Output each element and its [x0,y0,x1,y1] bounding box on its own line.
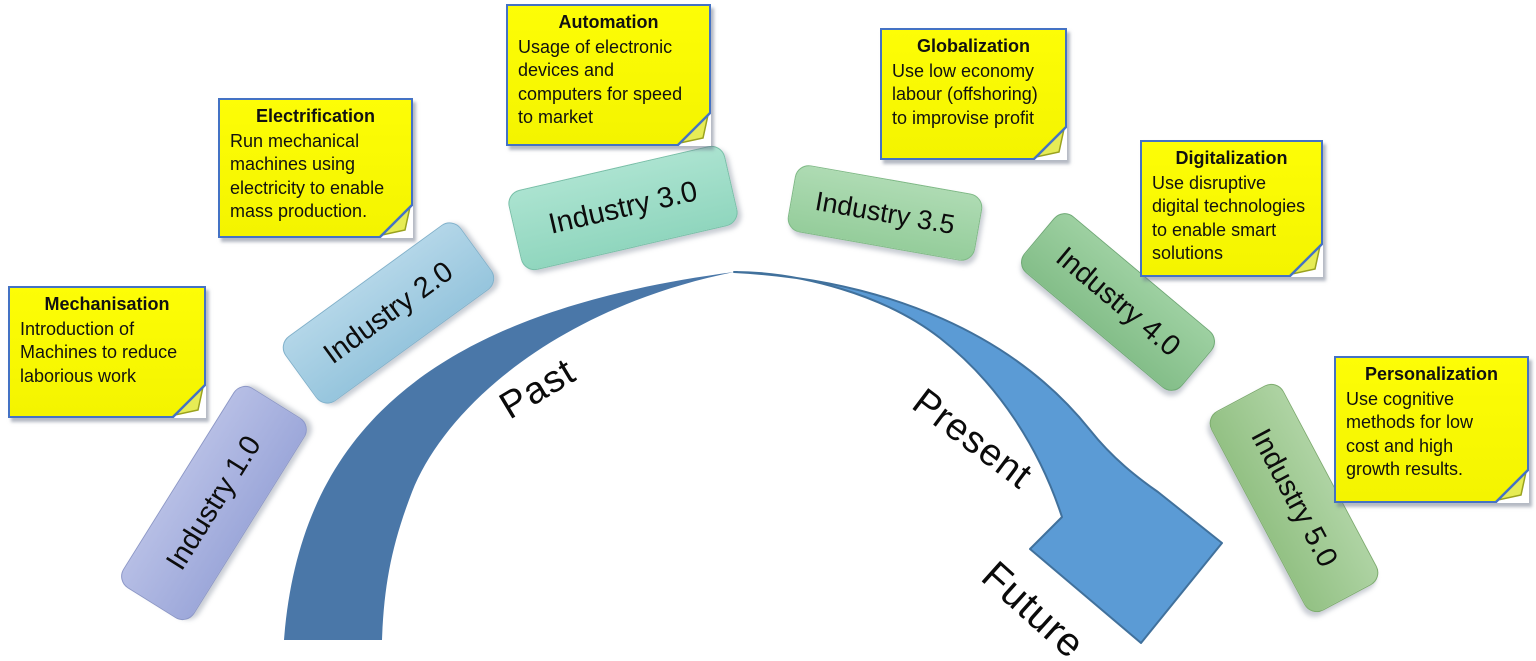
note-title: Globalization [916,36,1030,56]
note-title: Personalization [1364,364,1499,384]
folded-corner-icon [1033,126,1067,160]
folded-corner-icon [1495,469,1529,503]
note-digitalization: Digitalization Use disruptive digital te… [1140,140,1323,277]
note-mechanisation: Mechanisation Introduction of Machines t… [8,286,206,418]
note-title: Automation [558,12,659,32]
note-title: Electrification [255,106,376,126]
arc-past-segment [284,272,734,640]
note-automation: Automation Usage of electronic devices a… [506,4,711,146]
note-title: Digitalization [1175,148,1288,168]
note-electrification: Electrification Run mechanical machines … [218,98,413,238]
arc-future-arrow-segment [733,271,1223,644]
note-body: Use cognitive methods for low cost and h… [1346,389,1474,480]
note-body: Use low economy labour (offshoring) to i… [892,61,1038,128]
tag-label: Industry 3.0 [545,174,701,241]
note-personalization: Personalization Use cognitive methods fo… [1334,356,1529,503]
note-body: Run mechanical machines using electricit… [230,131,385,222]
folded-corner-icon [379,204,413,238]
folded-corner-icon [1289,243,1323,277]
folded-corner-icon [172,384,206,418]
note-body: Use disruptive digital technologies to e… [1152,173,1306,264]
folded-corner-icon [677,112,711,146]
note-title: Mechanisation [44,294,170,314]
note-globalization: Globalization Use low economy labour (of… [880,28,1067,160]
note-body: Usage of electronic devices and computer… [518,37,683,128]
note-body: Introduction of Machines to reduce labor… [20,319,178,386]
tag-label: Industry 3.5 [813,185,958,240]
